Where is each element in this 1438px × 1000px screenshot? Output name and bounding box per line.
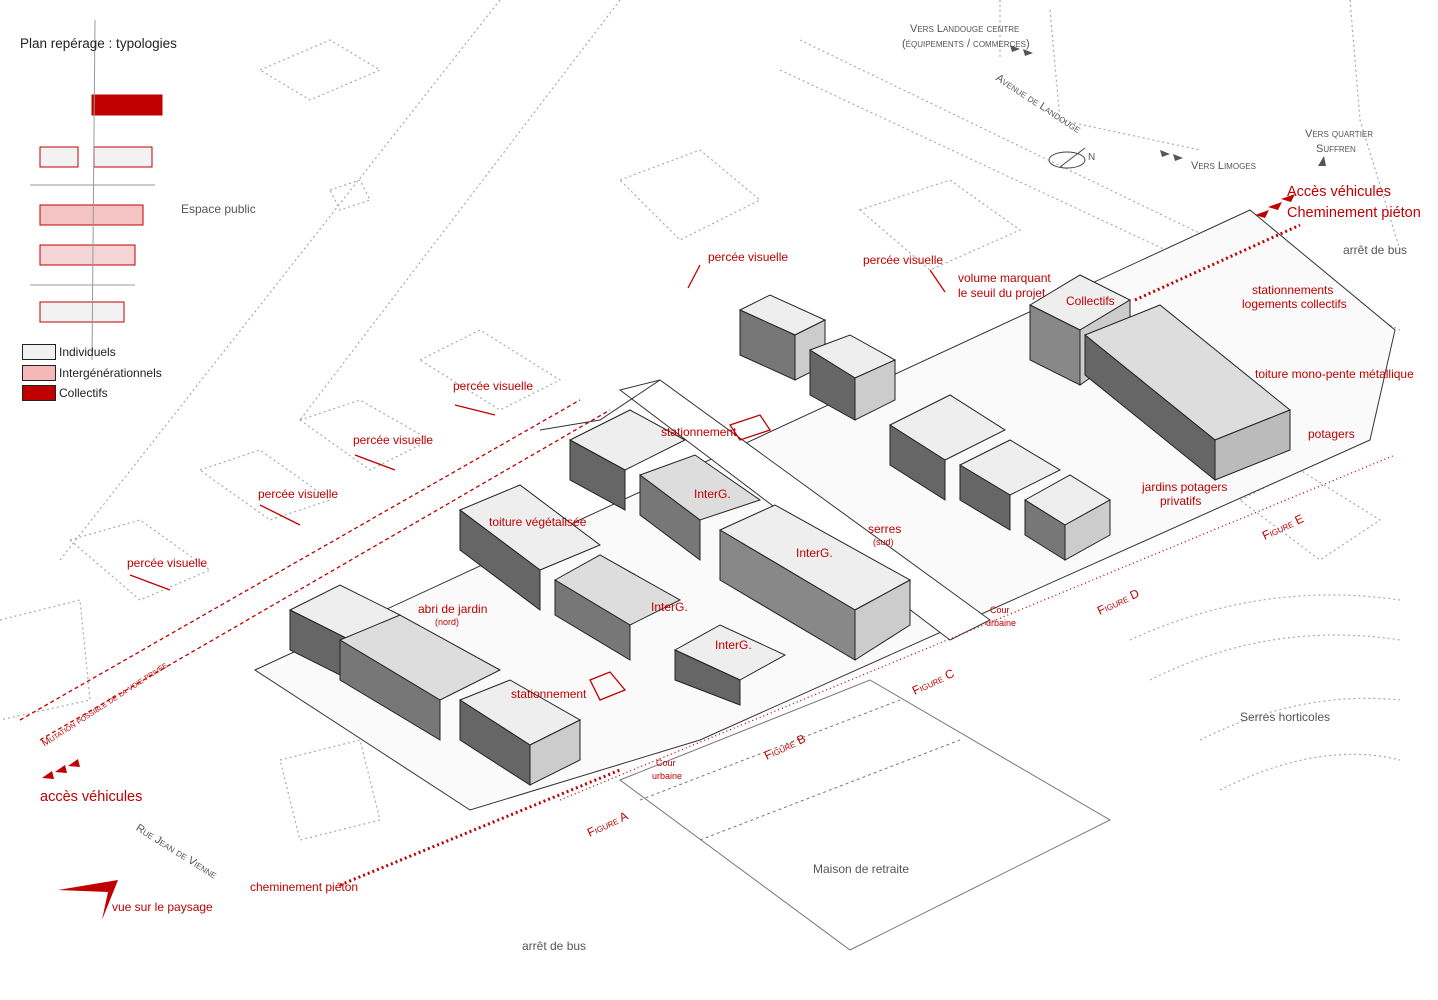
- typology-plan: [39, 94, 163, 323]
- legend-title: Plan repérage : typologies: [20, 36, 177, 51]
- arret-bus-bottom: arrêt de bus: [522, 939, 587, 953]
- vers-suffren-sub: Suffren: [1316, 143, 1356, 155]
- legend-label: Intergénérationnels: [59, 366, 162, 380]
- cour-urbaine-label: urbaine: [986, 618, 1017, 628]
- cour-urbaine-label: urbaine: [652, 771, 683, 781]
- legend-intergenerationnels: Intergénérationnels: [22, 365, 162, 381]
- north-label: N: [1088, 152, 1096, 163]
- stationnements-label-2: logements collectifs: [1242, 297, 1347, 311]
- maison-retraite-outline: [618, 679, 1112, 951]
- toiture-metal-label: toiture mono-pente métallique: [1255, 367, 1414, 381]
- vers-suffren-label: Vers quartier: [1305, 128, 1374, 140]
- serres-label-2: (sud): [873, 537, 894, 547]
- potagers-label: potagers: [1308, 427, 1355, 441]
- abri-label-2: (nord): [435, 617, 460, 627]
- volume-label-1: volume marquant: [958, 271, 1051, 285]
- collectifs-label: Collectifs: [1066, 294, 1115, 308]
- stationnement-label: stationnement: [661, 425, 737, 439]
- abri-label-1: abri de jardin: [418, 602, 488, 616]
- swatch-intergenerationnels: [22, 365, 56, 381]
- percee-visuelle: percée visuelle: [127, 556, 208, 570]
- serres-horticoles-label: Serres horticoles: [1240, 710, 1331, 724]
- interg-label: InterG.: [715, 638, 752, 652]
- volume-label-2: le seuil du projet: [958, 286, 1046, 300]
- legend-label: Collectifs: [59, 386, 108, 400]
- percee-visuelle: percée visuelle: [453, 379, 534, 393]
- interg-label: InterG.: [651, 600, 688, 614]
- vue-paysage-label: vue sur le paysage: [112, 900, 213, 914]
- context-lines: [0, 0, 1401, 841]
- stationnements-label-1: stationnements: [1252, 283, 1334, 297]
- vers-landouge-sub: (équipements / commerces): [902, 38, 1030, 50]
- jardins-label-1: jardins potagers: [1142, 480, 1228, 494]
- serres-label-1: serres: [868, 522, 902, 536]
- percee-visuelle: percée visuelle: [353, 433, 434, 447]
- vers-limoges-label: Vers Limoges: [1191, 160, 1256, 172]
- interg-label: InterG.: [796, 546, 833, 560]
- vers-landouge-label: Vers Landouge centre: [910, 23, 1020, 35]
- espace-public-label: Espace public: [181, 202, 256, 216]
- north-arrow-icon: [1048, 147, 1086, 169]
- percee-visuelle: percée visuelle: [708, 250, 789, 264]
- buildings: [288, 274, 1291, 786]
- legend-label: Individuels: [59, 345, 116, 359]
- percee-visuelle: percée visuelle: [258, 487, 339, 501]
- view-arrow-icon: [58, 880, 118, 920]
- cour-urbaine-label: Cour: [990, 605, 1010, 615]
- cheminement-bottom: cheminement piéton: [250, 880, 359, 894]
- legend-individuels: Individuels: [22, 344, 116, 360]
- jardins-label-2: privatifs: [1160, 494, 1202, 508]
- acces-vehicules-top: Accès véhicules: [1287, 184, 1391, 200]
- acces-vehicules-bottom: accès véhicules: [40, 789, 143, 805]
- stationnement-label: stationnement: [511, 687, 587, 701]
- swatch-individuels: [22, 344, 56, 360]
- cour-urbaine-label: Cour: [656, 758, 676, 768]
- maison-retraite-label: Maison de retraite: [813, 862, 910, 876]
- arret-bus-top: arrêt de bus: [1343, 243, 1408, 257]
- swatch-collectifs: [22, 385, 56, 401]
- cheminement-top: Cheminement piéton: [1287, 205, 1421, 221]
- interg-label: InterG.: [694, 487, 731, 501]
- legend-collectifs: Collectifs: [22, 385, 108, 401]
- percee-visuelle: percée visuelle: [863, 253, 944, 267]
- toiture-vegetalisee-label: toiture végétalisée: [489, 515, 587, 529]
- arrow-icons: [42, 194, 1295, 920]
